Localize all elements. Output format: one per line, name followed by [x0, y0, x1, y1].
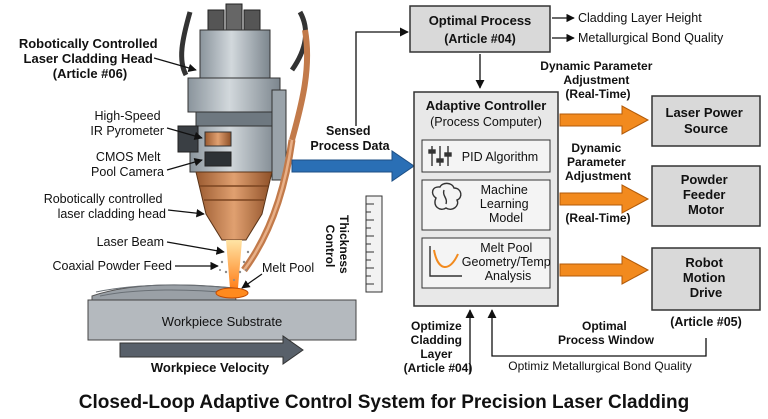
thickness-ruler: Thickness Control [323, 195, 383, 293]
laser-power-box [651, 95, 761, 147]
sliders-icon [428, 146, 452, 166]
output-links: Dynamic Parameter Adjustment (Real-Time)… [540, 59, 761, 329]
nozzle-icon [195, 171, 273, 241]
process-window-label: Optimal Process Window [558, 319, 655, 347]
camera-label: CMOS Melt Pool Camera [91, 150, 164, 179]
melt-curve-icon [429, 246, 462, 277]
laser-power-label: Laser Power Source [666, 105, 747, 136]
powder-feeder-box [651, 165, 761, 227]
velocity-label: Workpiece Velocity [151, 360, 270, 375]
controller-subtitle: (Process Computer) [430, 115, 542, 129]
cable-icon [179, 11, 193, 77]
output-bond-quality: Metallurgical Bond Quality [578, 31, 724, 45]
adaptive-controller: Adaptive Controller (Process Computer) P… [413, 91, 559, 307]
substrate-block [87, 299, 357, 341]
diagram-caption: Closed-Loop Adaptive Control System for … [79, 392, 690, 413]
adjust-arrow-1 [559, 105, 650, 135]
thickness-label: Thickness Control [323, 215, 351, 277]
optimal-process-box: Optimal Process (Article #04) Cladding L… [355, 5, 724, 126]
head-title: Robotically Controlled Laser Cladding He… [19, 36, 161, 81]
brain-icon [431, 182, 462, 210]
robot-article-label: (Article #05) [670, 315, 742, 329]
melt-analysis-module [421, 237, 551, 289]
adjust-arrow-2 [559, 184, 650, 214]
melt-pool-label: Melt Pool [262, 261, 314, 275]
output-layer-height: Cladding Layer Height [578, 11, 702, 25]
left-labels: Robotically Controlled Laser Cladding He… [19, 36, 314, 289]
robot-drive-label: Robot Motion Drive [683, 255, 729, 300]
pid-label: PID Algorithm [462, 150, 538, 164]
clad-bead-layers [91, 284, 237, 301]
melt-analysis-label: Melt Pool Geometry/Temp Analysis [462, 241, 554, 283]
controller-title: Adaptive Controller [426, 98, 547, 113]
adjust-arrow-3 [559, 255, 650, 285]
robot-head-label: Robotically controlled laser cladding he… [44, 192, 166, 221]
sensed-data-arrow: Sensed Process Data [291, 124, 415, 182]
adjust-realtime-2: (Real-Time) [565, 211, 630, 225]
workpiece: Workpiece Substrate Workpiece Velocity [87, 284, 357, 375]
melt-pool-icon [215, 287, 249, 299]
optimize-layer-label: Optimize Cladding Layer (Article #04) [404, 319, 473, 375]
velocity-arrow [119, 335, 304, 365]
powder-feeder-label: Powder Feeder Motor [681, 172, 732, 217]
optimal-process-title: Optimal Process [429, 13, 532, 28]
robot-drive-box [651, 247, 761, 311]
powder-feed-label: Coaxial Powder Feed [52, 259, 172, 273]
ml-label: Machine Learning Model [480, 183, 532, 225]
optimal-process-article: (Article #04) [444, 32, 516, 46]
pyrometer-label: High-Speed IR Pyrometer [90, 109, 164, 138]
laser-beam-icon [226, 240, 242, 288]
adjust-label-1: Dynamic Parameter Adjustment (Real-Time) [540, 59, 655, 101]
fiber-cable-icon [289, 29, 311, 141]
substrate-label: Workpiece Substrate [162, 314, 282, 329]
ml-module [421, 179, 551, 231]
sensed-label: Sensed Process Data [310, 124, 390, 153]
bottom-feedback: Optimize Cladding Layer (Article #04) Op… [404, 309, 707, 375]
pid-module [421, 139, 551, 173]
cladding-head-illustration [177, 3, 311, 288]
laser-beam-label: Laser Beam [97, 235, 164, 249]
adjust-label-2: Dynamic Parameter Adjustment [565, 141, 631, 183]
bond-quality-label: Optimiz Metallurgical Bond Quality [508, 359, 691, 373]
